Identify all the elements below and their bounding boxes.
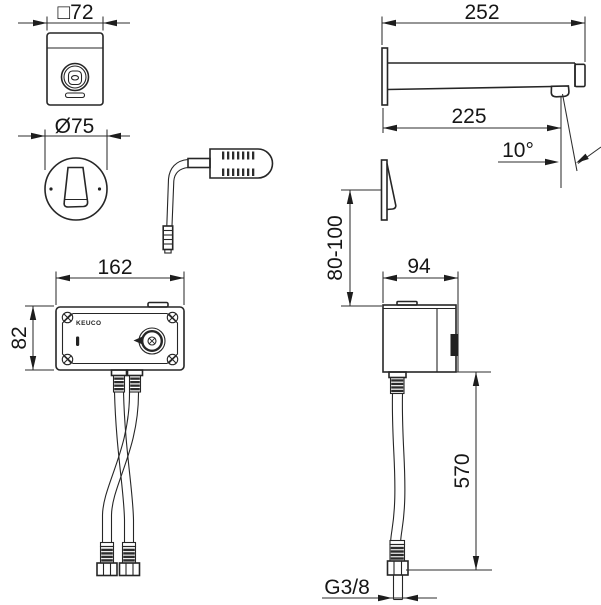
- hose-hex-nut: [118, 562, 141, 577]
- dim-spout-angle: 10°: [498, 93, 601, 188]
- spout-angle-label: 10°: [502, 139, 534, 162]
- spout-aerator-outlet: [550, 85, 570, 98]
- sensor-vents: [222, 151, 255, 176]
- sensor-eye-icon: [70, 75, 80, 81]
- supply-hose-front: [101, 391, 131, 543]
- corner-screw-icon: [61, 353, 74, 366]
- brand-logo: KEUCO: [76, 320, 101, 327]
- hose-hex-nut: [96, 562, 118, 577]
- hose-length-label: 570: [451, 453, 474, 488]
- dim-mounting-height: 80-100: [324, 189, 382, 307]
- round-rosette: [44, 157, 108, 221]
- connection-thread-label: G3/8: [324, 576, 370, 599]
- dim-connection-thread: G3/8: [322, 576, 437, 602]
- rosette-diameter-label: Ø75: [55, 115, 95, 138]
- front-hose-fittings-bottom: [96, 541, 141, 577]
- status-led: [76, 336, 80, 346]
- outlet-slot: [64, 92, 86, 99]
- view-control-box-side: 94: [322, 255, 492, 602]
- view-rosette-front: Ø75: [18, 115, 130, 221]
- spout-wall-flange-side: [380, 159, 388, 221]
- sensor-bezel-outer: [60, 62, 90, 92]
- box-width-label: 162: [97, 256, 132, 279]
- wall-spout-cover-front: [63, 166, 89, 208]
- side-hose-fitting-top: [388, 371, 407, 395]
- spout-profile: [386, 163, 397, 211]
- dim-box-depth: 94: [382, 255, 459, 372]
- square-escutcheon-plate: [46, 32, 104, 106]
- view-spout-top: 252 225 10°: [381, 1, 601, 188]
- sensor-cable-assembly: [162, 148, 274, 254]
- dim-spout-total-length: 252: [381, 1, 586, 62]
- spout-projection-label: 225: [451, 105, 486, 128]
- box-side-clip: [450, 334, 459, 356]
- dim-box-height: 82: [8, 305, 54, 371]
- dim-plate-width: □72: [18, 1, 130, 31]
- box-depth-label: 94: [407, 255, 431, 278]
- spout-total-length-label: 252: [464, 1, 499, 24]
- view-control-box-front: 162 82 KEUCO: [8, 256, 185, 577]
- sensor-bezel-inner: [63, 65, 87, 89]
- box-height-label: 82: [8, 326, 31, 349]
- adjustment-knob: [133, 327, 166, 355]
- side-hose-fitting-bottom: [386, 539, 409, 601]
- dim-rosette-diameter: Ø75: [18, 115, 130, 170]
- spout-wall-flange: [381, 47, 389, 106]
- corner-screw-icon: [166, 311, 179, 324]
- supply-hose-front: [113, 391, 126, 543]
- box-front-panel: [61, 312, 179, 365]
- screw-hole-left: [49, 187, 53, 191]
- corner-screw-icon: [166, 353, 179, 366]
- spout-body-bottom: [387, 85, 553, 91]
- sensor-window: [67, 70, 83, 86]
- view-spout-side-profile: 80-100: [324, 159, 397, 307]
- dim-spout-projection: 225: [382, 105, 561, 133]
- sensor-capsule: [209, 148, 274, 179]
- plate-width-label: □72: [57, 1, 93, 24]
- corner-screw-icon: [61, 311, 74, 324]
- sensor-neck: [187, 157, 211, 169]
- supply-hose-side: [390, 393, 396, 541]
- view-square-plate-front: □72: [18, 1, 130, 106]
- sensor-cable: [166, 158, 189, 227]
- sensor-cable-plug: [162, 225, 174, 254]
- front-hose-fittings-top: [110, 369, 144, 393]
- g38-hex-nut: [386, 560, 409, 576]
- screw-hole-right: [97, 187, 102, 191]
- spout-end-cap: [574, 63, 586, 88]
- dim-hose-length: 570: [406, 372, 492, 571]
- mounting-height-label: 80-100: [324, 215, 347, 280]
- dim-box-width: 162: [55, 256, 185, 305]
- knob-pointer-icon: [133, 336, 142, 345]
- control-box-side: [382, 304, 457, 373]
